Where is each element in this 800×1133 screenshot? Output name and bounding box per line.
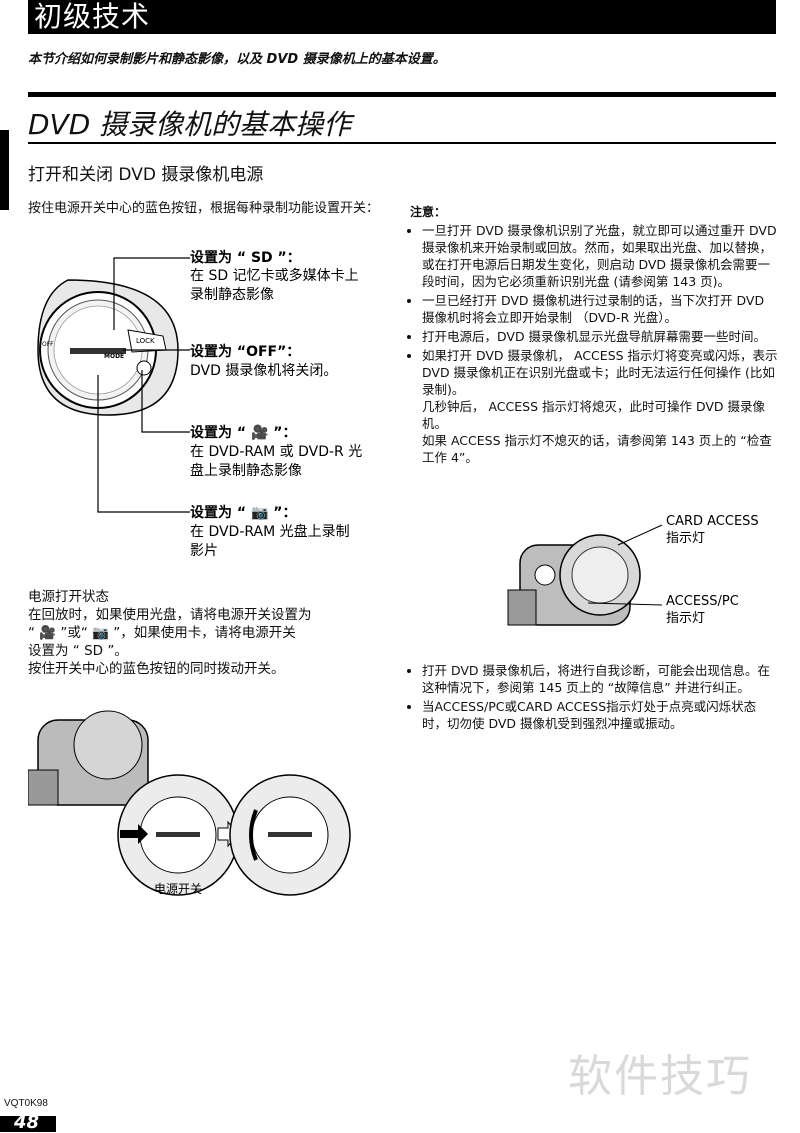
mode-label: MODE <box>104 353 124 360</box>
setting-off-desc: DVD 摄录像机将关闭。 <box>190 363 337 379</box>
camera-illustration: CARD ACCESS 指示灯 ACCESS/PC 指示灯 <box>507 514 759 626</box>
notes-title: 注意： <box>410 205 447 219</box>
setting-photo-title: 设置为 “ 📷 ”： <box>190 504 296 521</box>
header-bar <box>28 0 776 34</box>
intro-text: 本节介绍如何录制影片和静态影像，以及 DVD 摄录像机上的基本设置。 <box>28 52 446 67</box>
notes-list-2: 打开 DVD 摄录像机后，将进行自我诊断，可能会出现信息。在这种情况下，参阅第 … <box>410 662 780 732</box>
document-code: VQT0K98 <box>4 1098 48 1109</box>
watermark: 软件技巧 <box>568 1051 752 1102</box>
card-access-label: CARD ACCESS <box>666 514 759 529</box>
power-status-heading: 电源打开状态 <box>28 589 109 605</box>
notes-section-2: 打开 DVD 摄录像机后，将进行自我诊断，可能会出现信息。在这种情况下，参阅第 … <box>410 662 780 734</box>
power-status-line: “ 🎥 ”或“ 📷 ”，如果使用卡，请将电源开关 <box>28 625 296 641</box>
page-header-title: 初级技术 <box>34 0 151 33</box>
power-status-line: 按住开关中心的蓝色按钮的同时拨动开关。 <box>28 661 285 677</box>
power-status-section: 电源打开状态 在回放时，如果使用光盘，请将电源开关设置为 “ 🎥 ”或“ 📷 ”… <box>28 588 388 678</box>
note-item: 打开 DVD 摄录像机后，将进行自我诊断，可能会出现信息。在这种情况下，参阅第 … <box>422 662 780 696</box>
setting-sd-desc-1: 在 SD 记忆卡或多媒体卡上 <box>190 267 359 284</box>
power-switch-illustration: 电源开关 <box>27 710 351 896</box>
note-item: 如果打开 DVD 摄录像机， ACCESS 指示灯将变亮或闪烁，表示 DVD 摄… <box>422 347 780 466</box>
setting-photo-desc-1: 在 DVD-RAM 光盘上录制 <box>190 523 350 540</box>
note-item: 当ACCESS/PC或CARD ACCESS指示灯处于点亮或闪烁状态时，切勿使 … <box>422 698 780 732</box>
card-access-sublabel: 指示灯 <box>666 531 705 546</box>
sub-title: 打开和关闭 DVD 摄录像机电源 <box>28 165 264 185</box>
setting-photo-desc-2: 影片 <box>190 543 218 559</box>
note-item: 一旦已经打开 DVD 摄像机进行过录制的话，当下次打开 DVD 摄像机时将会立即… <box>422 292 780 326</box>
note-item: 打开电源后，DVD 摄录像机显示光盘导航屏幕需要一些时间。 <box>422 328 780 345</box>
power-status-line: 设置为 “ SD ”。 <box>28 643 128 659</box>
side-tab-marker <box>0 130 9 210</box>
setting-movie-title: 设置为 “ 🎥 ”： <box>190 424 296 441</box>
divider-thick <box>28 92 776 97</box>
divider-thin <box>28 142 776 144</box>
power-switch-figure: 电源开关 <box>27 700 368 900</box>
lead-text: 按住电源开关中心的蓝色按钮，根据每种录制功能设置开关： <box>28 201 380 216</box>
note-item: 一旦打开 DVD 摄录像机识别了光盘，就立即可以通过重开 DVD 摄录像机来开始… <box>422 222 780 290</box>
section-title: DVD 摄录像机的基本操作 <box>28 108 352 141</box>
notes-section: 注意： 一旦打开 DVD 摄录像机识别了光盘，就立即可以通过重开 DVD 摄录像… <box>410 203 780 468</box>
access-pc-sublabel: 指示灯 <box>666 611 705 626</box>
setting-sd-title: 设置为 “ SD ”： <box>190 249 301 266</box>
camera-indicator-figure: CARD ACCESS 指示灯 ACCESS/PC 指示灯 <box>500 505 800 655</box>
power-dial-diagram: MODE OFF LOCK 设置为 “ SD ”： 在 SD 记忆卡或多媒体卡上… <box>28 240 388 570</box>
page-number: 48 <box>14 1112 40 1133</box>
figure-caption: 电源开关 <box>154 882 202 896</box>
power-status-line: 在回放时，如果使用光盘，请将电源开关设置为 <box>28 607 312 623</box>
lock-label: LOCK <box>136 337 155 345</box>
notes-list: 一旦打开 DVD 摄录像机识别了光盘，就立即可以通过重开 DVD 摄录像机来开始… <box>410 222 780 466</box>
setting-movie-desc-1: 在 DVD-RAM 或 DVD-R 光 <box>190 444 362 460</box>
setting-sd-desc-2: 录制静态影像 <box>190 287 274 303</box>
access-pc-label: ACCESS/PC <box>666 594 739 609</box>
page-number-box <box>0 1116 56 1132</box>
power-dial-illustration: MODE OFF LOCK 设置为 “ SD ”： 在 SD 记忆卡或多媒体卡上… <box>37 249 362 559</box>
setting-movie-desc-2: 盘上录制静态影像 <box>190 462 302 479</box>
off-label: OFF <box>42 341 54 348</box>
setting-off-title: 设置为 “OFF”： <box>190 343 300 360</box>
